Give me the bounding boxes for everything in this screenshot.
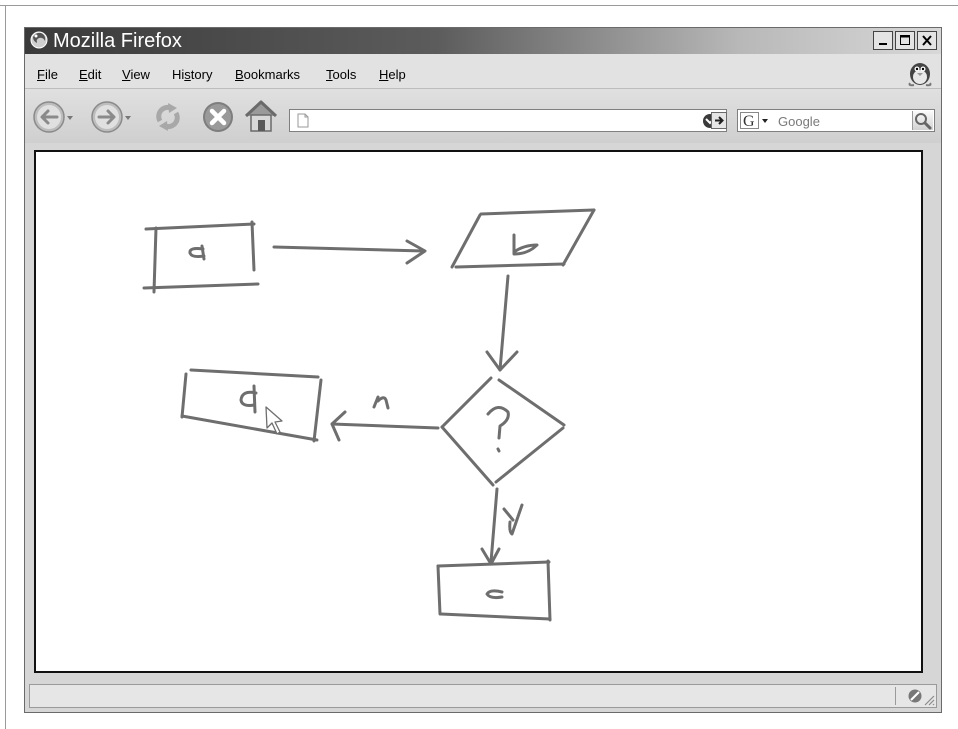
edge-no-label [372, 395, 390, 410]
search-button[interactable] [912, 111, 933, 130]
svg-text:G: G [743, 113, 755, 129]
box-c [436, 559, 552, 622]
menu-history[interactable]: History [172, 67, 213, 82]
arrow-decision-to-c [480, 487, 524, 566]
throbber-icon[interactable] [905, 59, 935, 87]
close-icon [922, 35, 932, 46]
menu-bar: File Edit View History Bookmarks Tools H… [25, 54, 941, 88]
magnifier-icon [915, 113, 932, 130]
browser-window: Mozilla Firefox File Edit View History B… [24, 27, 942, 713]
home-icon[interactable] [243, 98, 279, 134]
maximize-button[interactable] [895, 31, 915, 50]
firefox-logo-icon [30, 31, 48, 49]
page-border-top [0, 5, 958, 6]
status-separator [895, 687, 896, 705]
address-bar[interactable] [289, 109, 727, 132]
navigation-toolbar: G [25, 88, 941, 143]
minimize-icon [879, 43, 887, 45]
no-script-icon[interactable] [906, 688, 924, 704]
edge-yes-label [502, 503, 524, 536]
close-button[interactable] [917, 31, 937, 50]
maximize-icon [900, 35, 910, 45]
minimize-button[interactable] [873, 31, 893, 50]
box-d-letter [239, 384, 258, 414]
url-input[interactable] [316, 112, 680, 131]
resize-grip-icon[interactable] [923, 694, 935, 706]
box-b-letter [512, 233, 539, 256]
decision-diamond [440, 376, 566, 487]
back-arrow-icon[interactable] [33, 100, 73, 134]
page-border-left [5, 5, 6, 729]
handwritten-flowchart[interactable] [36, 152, 921, 671]
menu-file[interactable]: File [37, 67, 58, 82]
reload-icon[interactable] [151, 100, 185, 134]
box-c-letter [485, 589, 504, 600]
google-g-icon[interactable]: G [740, 112, 774, 129]
title-bar[interactable]: Mozilla Firefox [25, 28, 941, 54]
mouse-cursor [265, 406, 283, 435]
search-input[interactable] [776, 112, 900, 131]
go-button-icon[interactable] [711, 112, 727, 129]
status-bar [29, 684, 937, 708]
page-content-canvas[interactable] [34, 150, 923, 673]
box-b [450, 208, 596, 269]
menu-edit[interactable]: Edit [79, 67, 102, 82]
box-d [180, 368, 323, 443]
search-bar[interactable]: G [737, 109, 935, 132]
menu-view[interactable]: View [122, 67, 150, 82]
arrow-decision-to-d [330, 395, 440, 442]
box-a [142, 220, 260, 294]
arrow-b-to-decision [485, 274, 519, 372]
blank-page-icon [297, 113, 309, 128]
box-a-letter [188, 244, 206, 261]
window-title: Mozilla Firefox [53, 30, 182, 52]
menu-bookmarks[interactable]: Bookmarks [235, 67, 301, 82]
arrow-a-to-b [272, 239, 427, 265]
decision-question-mark [486, 406, 510, 453]
stop-icon[interactable] [201, 100, 235, 134]
forward-arrow-icon[interactable] [91, 100, 131, 134]
menu-tools[interactable]: Tools [326, 67, 357, 82]
menu-help[interactable]: Help [379, 67, 406, 82]
